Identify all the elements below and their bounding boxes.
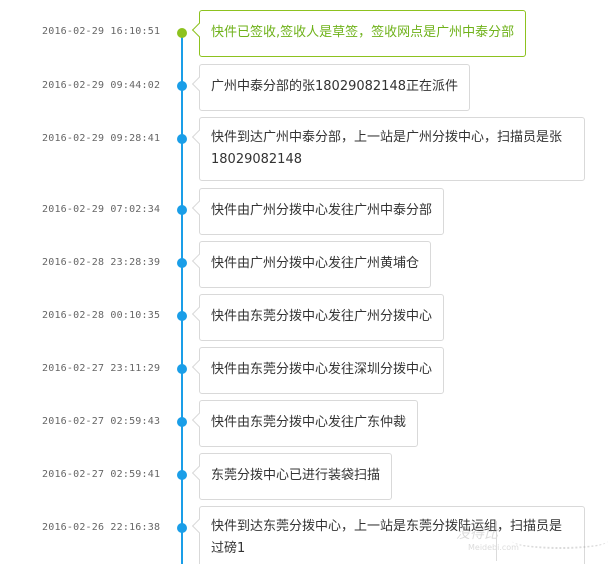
entry-time: 2016-02-26 22:16:38 [42, 522, 161, 533]
entry-time: 2016-02-27 23:11:29 [42, 363, 161, 374]
entry-text: 快件由广州分拨中心发往广州黄埔仓 [211, 256, 420, 271]
entry-text: 快件由广州分拨中心发往广州中泰分部 [211, 203, 433, 218]
entry-card: 东莞分拨中心已进行装袋扫描 [199, 453, 393, 500]
status-dot [177, 311, 187, 321]
status-dot [177, 134, 187, 144]
status-dot [177, 523, 187, 533]
status-dot [177, 81, 187, 91]
status-dot [177, 258, 187, 268]
entry-card: 快件由东莞分拨中心发往广州分拨中心 [199, 294, 445, 341]
entry-time: 2016-02-28 00:10:35 [42, 310, 161, 321]
status-dot [177, 205, 187, 215]
entry-card: 快件由东莞分拨中心发往广东仲裁 [199, 400, 419, 447]
entry-text: 快件到达东莞分拨中心，上一站是东莞分拨陆运组，扫描员是过磅1 [211, 519, 563, 556]
entry-text: 广州中泰分部的张18029082148正在派件 [211, 79, 458, 94]
entry-text: 快件已签收,签收人是草签，签收网点是广州中泰分部 [211, 25, 515, 40]
entry-card: 快件到达广州中泰分部，上一站是广州分拨中心，扫描员是张18029082148 [199, 117, 585, 181]
entry-time: 2016-02-29 07:02:34 [42, 204, 161, 215]
timeline-axis [181, 33, 183, 564]
entry-time: 2016-02-27 02:59:41 [42, 469, 161, 480]
entry-card: 快件由东莞分拨中心发往深圳分拨中心 [199, 347, 445, 394]
entry-card: 快件到达东莞分拨中心，上一站是东莞分拨陆运组，扫描员是过磅1 [199, 506, 585, 564]
status-dot [177, 470, 187, 480]
status-dot [177, 417, 187, 427]
entry-time: 2016-02-28 23:28:39 [42, 257, 161, 268]
entry-text: 快件由东莞分拨中心发往深圳分拨中心 [211, 362, 433, 377]
entry-text: 快件由东莞分拨中心发往广州分拨中心 [211, 309, 433, 324]
latest-status-dot [177, 28, 187, 38]
entry-card: 快件由广州分拨中心发往广州中泰分部 [199, 188, 445, 235]
entry-time: 2016-02-29 09:44:02 [42, 80, 161, 91]
entry-card: 快件由广州分拨中心发往广州黄埔仓 [199, 241, 432, 288]
entry-text: 快件到达广州中泰分部，上一站是广州分拨中心，扫描员是张18029082148 [211, 130, 563, 167]
entry-card: 广州中泰分部的张18029082148正在派件 [199, 64, 470, 111]
entry-card: 快件已签收,签收人是草签，签收网点是广州中泰分部 [199, 10, 527, 57]
entry-time: 2016-02-29 09:28:41 [42, 133, 161, 144]
entry-time: 2016-02-29 16:10:51 [42, 26, 161, 37]
entry-text: 快件由东莞分拨中心发往广东仲裁 [211, 415, 407, 430]
entry-text: 东莞分拨中心已进行装袋扫描 [211, 468, 381, 483]
entry-time: 2016-02-27 02:59:43 [42, 416, 161, 427]
status-dot [177, 364, 187, 374]
